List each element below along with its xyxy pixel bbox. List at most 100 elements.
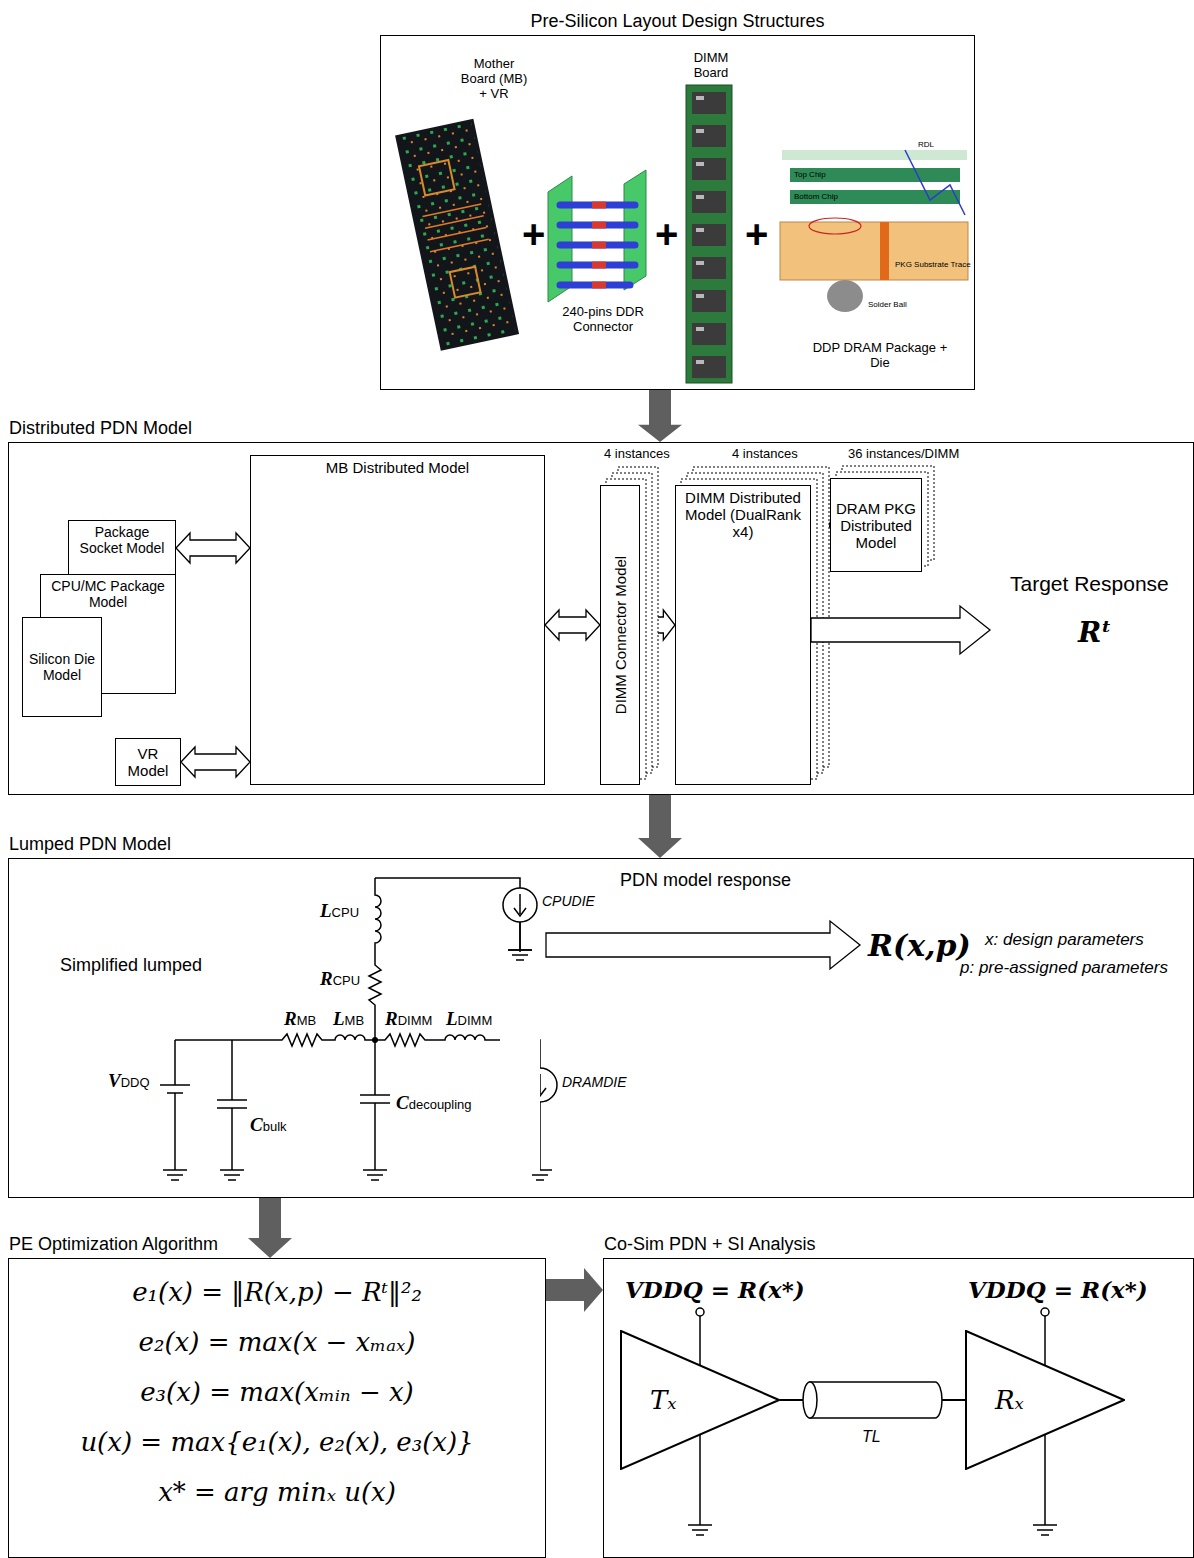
response-symbol: R(x,p) [868, 928, 971, 963]
response-symbol: Rᵗ [1078, 616, 1112, 649]
interface-arrow [176, 533, 250, 563]
text-area: DIMM Connector Model [612, 556, 629, 714]
panel: Distributed PDN ModelPackage Socket Mode… [8, 442, 1194, 795]
flow-arrow [638, 390, 682, 442]
text-area: DIMM Distributed Model (DualRank x4) [676, 486, 810, 543]
model-box: Silicon Die Model [22, 617, 102, 717]
connector-image [548, 170, 646, 302]
interface-arrow [545, 610, 600, 640]
lumped-circuit [160, 878, 557, 1180]
triangle-outline [965, 1330, 1125, 1470]
component-label: TL [862, 1428, 881, 1446]
panel-heading: Co-Sim PDN + SI Analysis [604, 1234, 816, 1255]
model-box: DRAM PKG Distributed Model [830, 478, 922, 572]
flow-arrow [638, 795, 682, 858]
interface-arrow [181, 747, 250, 777]
text-area: Rₓ [965, 1382, 1125, 1418]
text-area [381, 36, 974, 42]
text-area [9, 859, 1193, 865]
box-label: Rₓ [995, 1385, 1121, 1415]
part-name: PKG Substrate Trace [895, 260, 971, 269]
equation: e₁(x) = ‖R(x,p) − Rᵗ‖²₂ [13, 1267, 541, 1317]
part-name: Bottom Chip [794, 192, 838, 201]
part-name: Top Chip [794, 170, 826, 179]
component-label: DRAMDIE [562, 1074, 627, 1090]
note: x: design parameters [985, 930, 1144, 950]
dram-package-image [780, 150, 968, 312]
component-label: VDDQ [108, 1070, 150, 1092]
box-label: DIMM Connector Model [612, 556, 629, 714]
panel-heading: Lumped PDN Model [9, 834, 171, 855]
flow-arrow [546, 1268, 603, 1312]
dimm-image [686, 85, 732, 383]
plus-sign: + [522, 212, 545, 257]
note: 4 instances [604, 446, 670, 461]
transmission-line [803, 1382, 942, 1418]
text-area: MB Distributed Model [251, 456, 544, 479]
motherboard-image [395, 119, 519, 351]
text-area: e₁(x) = ‖R(x,p) − Rᵗ‖²₂e₂(x) = max(x − x… [9, 1259, 545, 1520]
text-area: Package Socket Model [69, 521, 175, 559]
response-label: Target Response [1010, 572, 1169, 596]
buffer-triangle: Rₓ [965, 1330, 1125, 1470]
component-label: LCPU [320, 900, 359, 922]
note: p: pre-assigned parameters [960, 958, 1168, 978]
note: 4 instances [732, 446, 798, 461]
component-label: Cdecoupling [396, 1092, 472, 1114]
note: 36 instances/DIMM [848, 446, 959, 461]
model-box: VR Model [115, 738, 181, 786]
response-arrow [546, 921, 860, 969]
panel: PE Optimization Algorithme₁(x) = ‖R(x,p)… [8, 1258, 546, 1558]
text-area [9, 443, 1193, 449]
buffer-triangle: Tₓ [620, 1330, 780, 1470]
supply-label: VDDQ = R(x*) [625, 1276, 805, 1303]
panel: Lumped PDN Model [8, 858, 1194, 1198]
box-label: VR Model [120, 745, 176, 779]
plus-sign: + [745, 212, 768, 257]
text-area [604, 1259, 1193, 1265]
component-label: LMB [333, 1008, 364, 1030]
equation: x* = arg minₓ u(x) [13, 1467, 541, 1517]
component-label: RCPU [320, 968, 360, 990]
box-label: MB Distributed Model [255, 459, 540, 476]
part-name: DIMM Board [686, 50, 736, 80]
box-label: CPU/MC Package Model [45, 578, 171, 610]
box-label: Package Socket Model [73, 524, 171, 556]
flow-arrow [248, 1198, 292, 1258]
response-arrow [811, 606, 990, 654]
triangle-outline [620, 1330, 780, 1470]
model-box: DIMM Connector Model [600, 485, 640, 785]
component-label: RDIMM [385, 1008, 432, 1030]
equation: e₂(x) = max(x − xₘₐₓ) [13, 1317, 541, 1367]
panel-heading: PE Optimization Algorithm [9, 1234, 218, 1255]
part-name: DDP DRAM Package + Die [805, 340, 955, 370]
component-label: CPUDIE [542, 893, 595, 909]
panel-heading: Distributed PDN Model [9, 418, 192, 439]
supply-label: VDDQ = R(x*) [968, 1276, 1148, 1303]
model-box: DIMM Distributed Model (DualRank x4) [675, 485, 811, 785]
text-area: Tₓ [620, 1382, 780, 1418]
box-label: DIMM Distributed Model (DualRank x4) [680, 489, 806, 540]
box-label: Tₓ [650, 1385, 776, 1415]
equation: e₃(x) = max(xₘᵢₙ − x) [13, 1367, 541, 1417]
component-label: LDIMM [446, 1008, 492, 1030]
part-name: Solder Ball [868, 300, 907, 309]
panel: Co-Sim PDN + SI AnalysisTₓRₓ [603, 1258, 1194, 1558]
equation: u(x) = max{e₁(x), e₂(x), e₃(x)} [13, 1417, 541, 1467]
text-area: DRAM PKG Distributed Model [831, 497, 921, 554]
component-label: RMB [284, 1008, 316, 1030]
note: PDN model response [620, 870, 791, 891]
text-area: VR Model [116, 742, 180, 782]
text-area: Silicon Die Model [23, 648, 101, 686]
text-area: CPU/MC Package Model [41, 575, 175, 613]
box-label: Silicon Die Model [27, 651, 97, 683]
box-label: DRAM PKG Distributed Model [835, 500, 917, 551]
plus-sign: + [655, 212, 678, 257]
note: Simplified lumped [60, 955, 202, 976]
component-label: Cbulk [250, 1114, 287, 1136]
part-name: Mother Board (MB) + VR [458, 56, 530, 101]
panel-heading: Pre-Silicon Layout Design Structures [530, 11, 824, 32]
model-box: MB Distributed Model [250, 455, 545, 785]
part-name: 240-pins DDR Connector [553, 304, 653, 334]
part-name: RDL [918, 140, 934, 149]
